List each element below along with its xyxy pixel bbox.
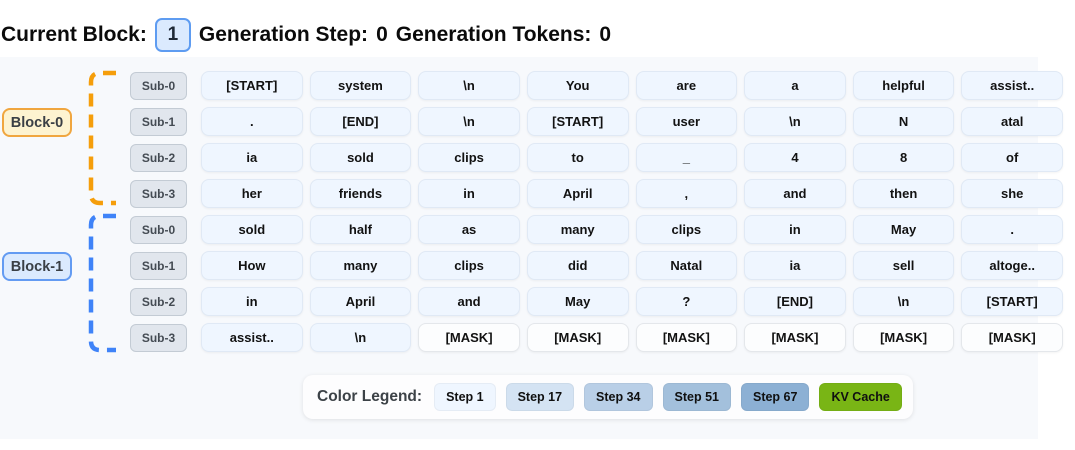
- token-cell: \n: [852, 287, 955, 316]
- token-cell: ,: [635, 179, 738, 208]
- mask-token-cell: [MASK]: [744, 323, 846, 352]
- block-1-sub-2-label: Sub-2: [130, 287, 187, 316]
- token-cell: in: [201, 287, 303, 316]
- color-legend: Color Legend: Step 1 Step 17 Step 34 Step 5…: [303, 375, 913, 419]
- token-cell: altoge..: [961, 251, 1063, 280]
- token-cell: [END]: [744, 287, 846, 316]
- token-cell: friends: [309, 179, 412, 208]
- block-0-label: Block-0: [2, 108, 72, 137]
- color-legend-items: Step 1 Step 17 Step 34 Step 51 Step 67 KV Cac…: [434, 383, 902, 411]
- token-cell: and: [744, 179, 846, 208]
- token-cell: in: [418, 179, 520, 208]
- token-cell: You: [526, 71, 629, 100]
- token-cell: in: [744, 215, 846, 244]
- generation-tokens-label: Generation Tokens:: [395, 23, 592, 46]
- token-cell: _: [635, 143, 738, 172]
- block-1-sub-3-label: Sub-3: [130, 323, 187, 352]
- token-cell: \n: [309, 323, 412, 352]
- token-cell: ?: [635, 287, 738, 316]
- token-cell: [END]: [309, 107, 412, 136]
- current-block-label: Current Block:: [1, 23, 147, 46]
- token-cell: \n: [744, 107, 846, 136]
- token-cell: many: [526, 215, 629, 244]
- token-cell: system: [309, 71, 412, 100]
- token-cell: atal: [961, 107, 1063, 136]
- block-1-label: Block-1: [2, 252, 72, 281]
- token-cell: sold: [309, 143, 412, 172]
- legend-badge-step-1: Step 1: [434, 383, 496, 411]
- token-cell: many: [309, 251, 412, 280]
- mask-token-cell: [MASK]: [852, 323, 955, 352]
- token-cell: .: [961, 215, 1063, 244]
- token-cell: [START]: [961, 287, 1063, 316]
- token-cell: [START]: [526, 107, 629, 136]
- token-cell: then: [852, 179, 955, 208]
- legend-badge-step-34: Step 34: [584, 383, 653, 411]
- token-cell: clips: [635, 215, 738, 244]
- token-cell: sell: [852, 251, 955, 280]
- status-header: Current Block: 1 Generation Step: 0 Gene…: [1, 18, 611, 52]
- block-0-sub-2-label: Sub-2: [130, 143, 187, 172]
- legend-badge-step-51: Step 51: [662, 383, 731, 411]
- token-cell: How: [201, 251, 303, 280]
- token-cell: clips: [418, 143, 520, 172]
- generation-tokens-value: 0: [599, 23, 612, 46]
- token-cell: [START]: [201, 71, 303, 100]
- token-cell: \n: [418, 107, 520, 136]
- token-cell: May: [526, 287, 629, 316]
- token-cell: a: [744, 71, 846, 100]
- legend-badge-kv-cache: KV Cache: [819, 383, 902, 411]
- token-cell: 8: [852, 143, 955, 172]
- token-cell: she: [961, 179, 1063, 208]
- token-cell: April: [309, 287, 412, 316]
- legend-badge-step-17: Step 17: [505, 383, 575, 411]
- mask-token-cell: [MASK]: [961, 323, 1063, 352]
- token-cell: and: [418, 287, 520, 316]
- block-0-sub-1-label: Sub-1: [130, 107, 187, 136]
- token-cell: user: [635, 107, 738, 136]
- token-cell: are: [635, 71, 738, 100]
- mask-token-cell: [MASK]: [635, 323, 738, 352]
- generation-step-value: 0: [376, 23, 388, 46]
- token-cell: Natal: [635, 251, 738, 280]
- token-cell: sold: [201, 215, 303, 244]
- token-cell: N: [852, 107, 955, 136]
- generation-step-label: Generation Step:: [198, 23, 369, 46]
- token-cell: did: [526, 251, 629, 280]
- token-cell: ia: [201, 143, 303, 172]
- token-cell: of: [961, 143, 1063, 172]
- legend-badge-step-67: Step 67: [740, 383, 810, 411]
- token-cell: .: [201, 107, 303, 136]
- token-cell: her: [201, 179, 303, 208]
- token-cell: clips: [418, 251, 520, 280]
- token-cell: half: [309, 215, 412, 244]
- token-cell: helpful: [852, 71, 955, 100]
- block-0-sub-0-label: Sub-0: [130, 71, 187, 100]
- token-cell: assist..: [201, 323, 303, 352]
- mask-token-cell: [MASK]: [418, 323, 520, 352]
- current-block-badge: 1: [154, 18, 191, 52]
- color-legend-title: Color Legend:: [317, 388, 423, 405]
- token-cell: to: [526, 143, 629, 172]
- token-cell: ia: [744, 251, 846, 280]
- token-cell: as: [418, 215, 520, 244]
- token-cell: May: [852, 215, 955, 244]
- block-1-sub-1-label: Sub-1: [130, 251, 187, 280]
- token-cell: April: [526, 179, 629, 208]
- block-1-sub-0-label: Sub-0: [130, 215, 187, 244]
- token-cell: \n: [418, 71, 520, 100]
- mask-token-cell: [MASK]: [526, 323, 629, 352]
- token-cell: 4: [744, 143, 846, 172]
- block-0-sub-3-label: Sub-3: [130, 179, 187, 208]
- token-cell: assist..: [961, 71, 1063, 100]
